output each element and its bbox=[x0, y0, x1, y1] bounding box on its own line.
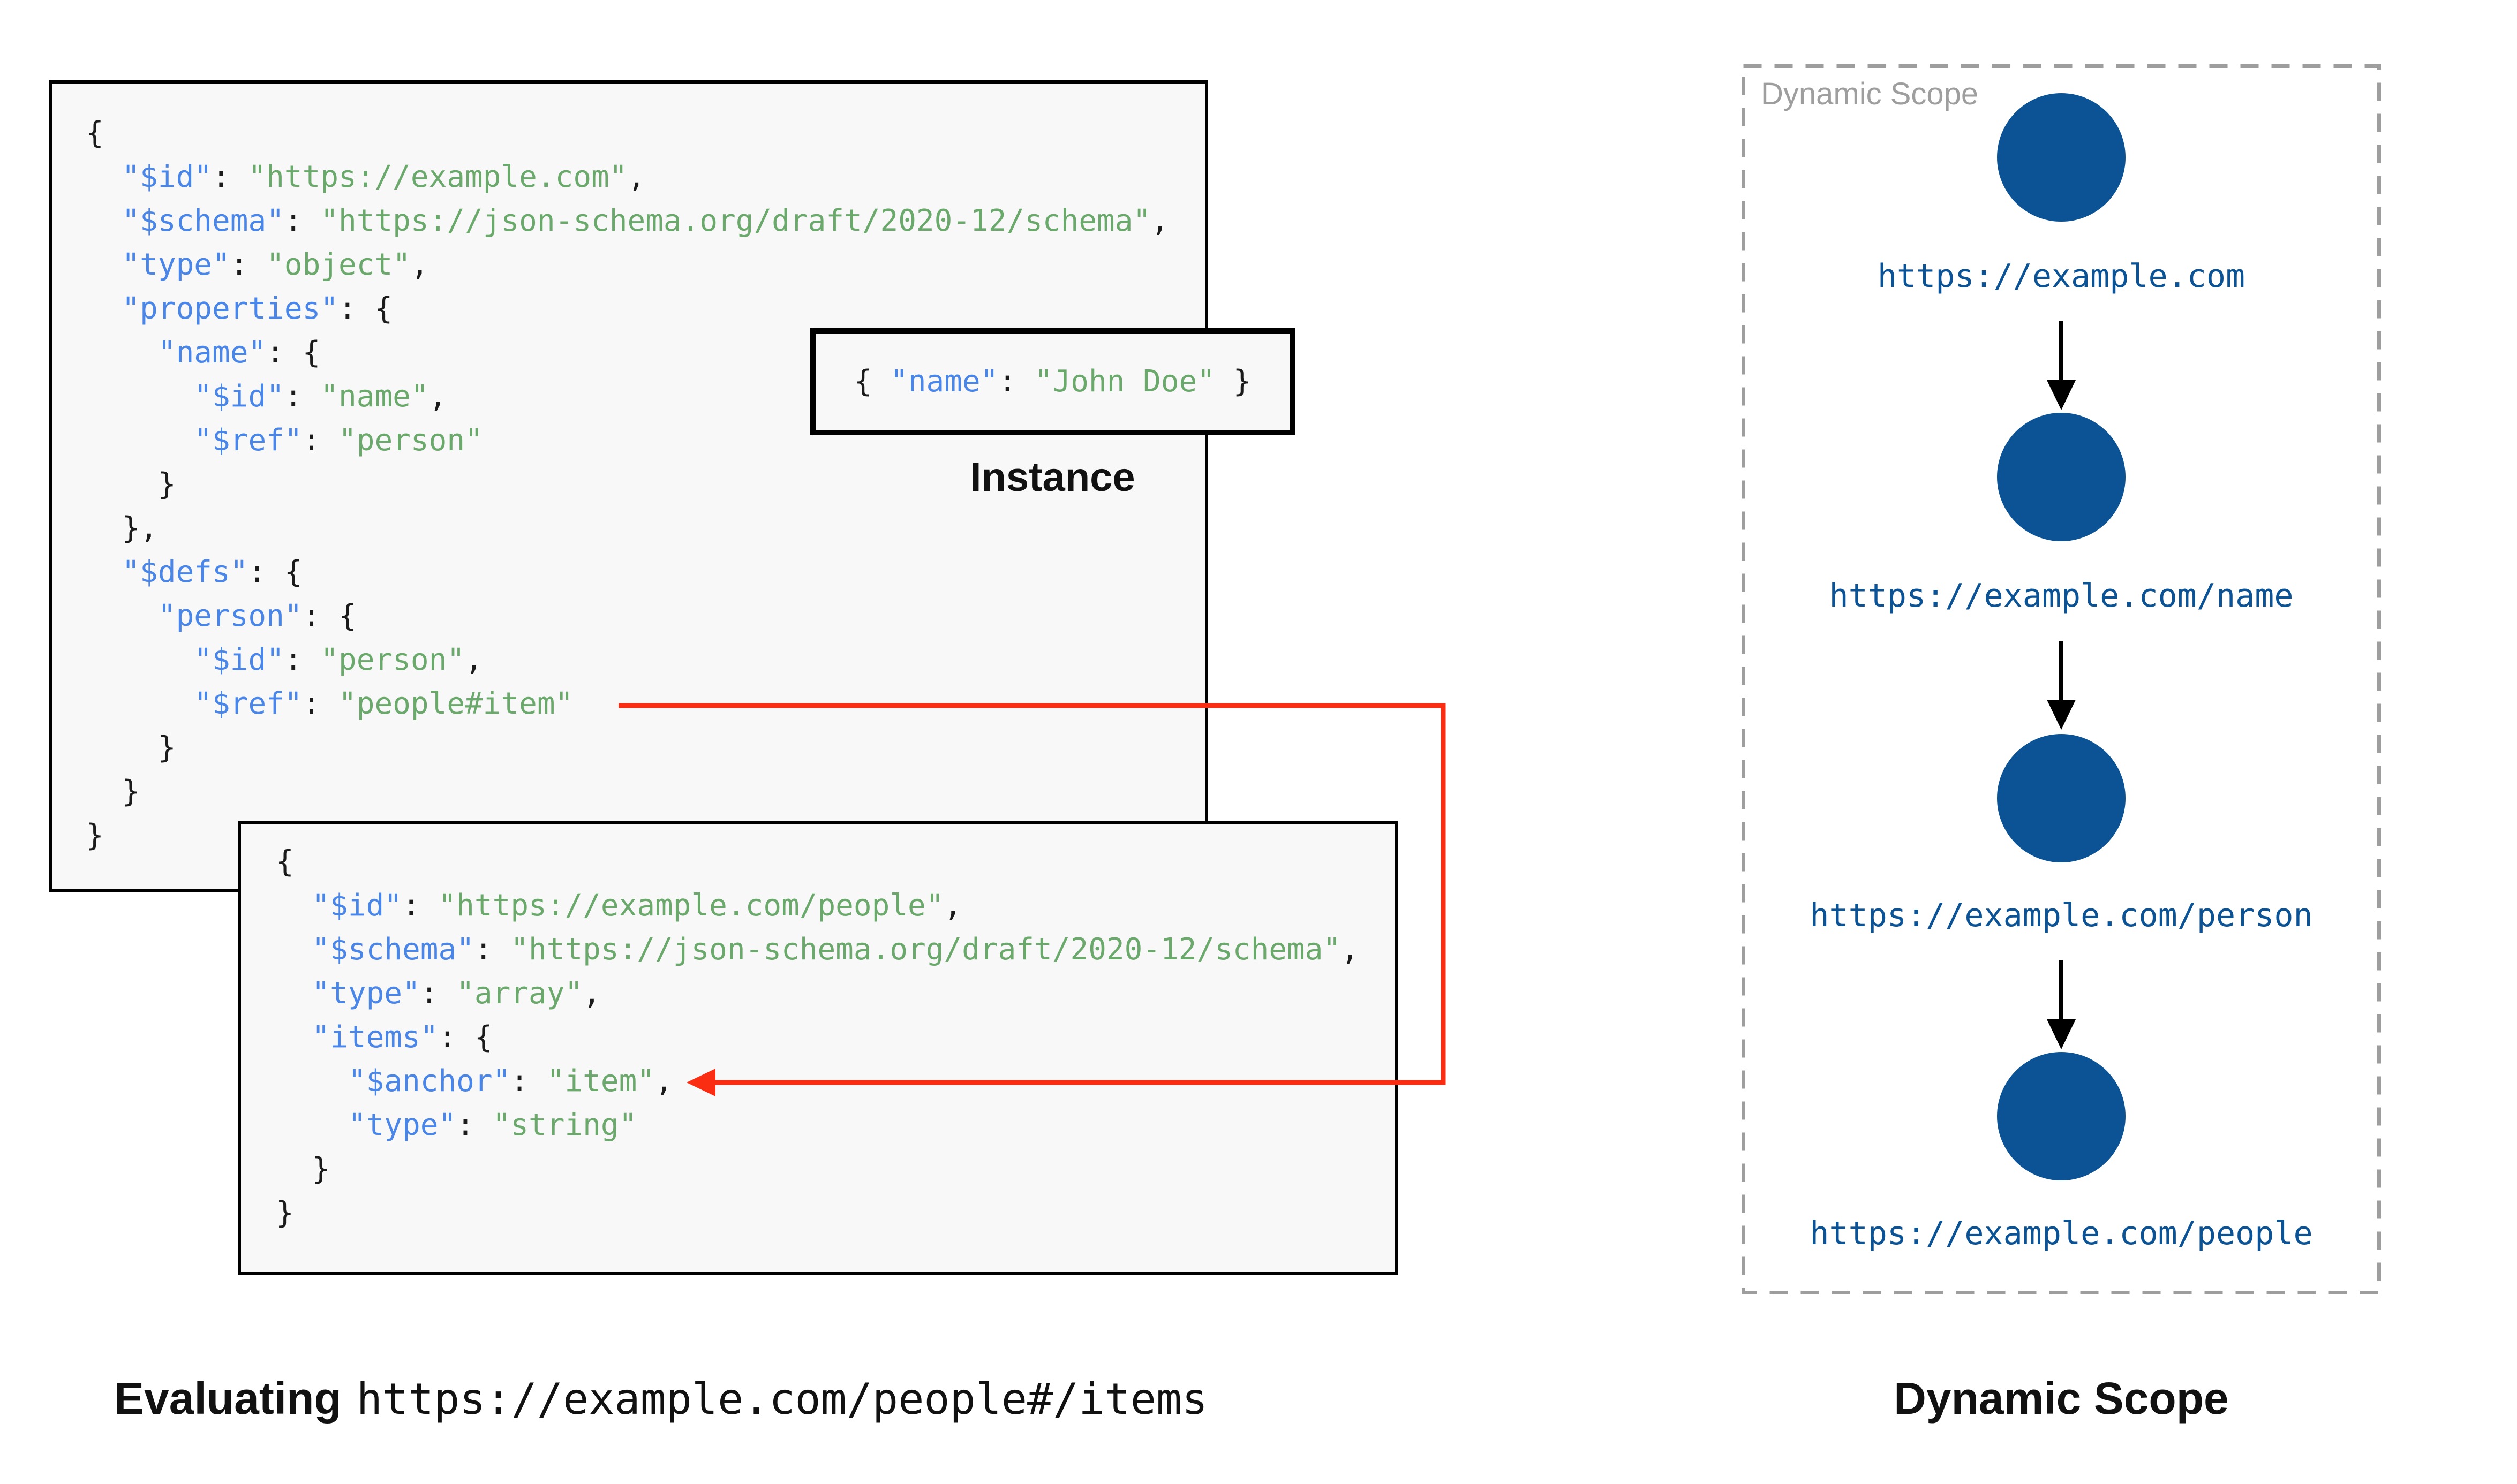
evaluation-caption-url: https://example.com/people#/items bbox=[356, 1374, 1208, 1424]
code-line: "name": { bbox=[157, 335, 321, 370]
code-line: "$id": "https://example.com", bbox=[122, 160, 646, 194]
code-line: "$id": "person", bbox=[194, 642, 483, 677]
dynamic-scope-box: Dynamic Scope https://example.com https:… bbox=[1742, 64, 2381, 1294]
code-line: "$ref": "people#item" bbox=[194, 686, 574, 721]
people-schema-code-box: { "$id": "https://example.com/people", "… bbox=[238, 821, 1398, 1275]
code-line: } bbox=[86, 818, 104, 853]
code-line: "person": { bbox=[157, 599, 357, 633]
code-line: "$ref": "person" bbox=[194, 423, 483, 458]
code-line: } bbox=[276, 1195, 294, 1230]
code-line: { bbox=[86, 116, 104, 150]
code-line: } bbox=[86, 467, 176, 502]
code-line: "type": "object", bbox=[122, 247, 429, 282]
code-line: } bbox=[86, 774, 140, 809]
instance-code-box: { "name": "John Doe" } bbox=[810, 328, 1295, 435]
instance-label: Instance bbox=[970, 455, 1135, 500]
scope-node-circle bbox=[1997, 413, 2126, 541]
code-line: "$defs": { bbox=[122, 555, 303, 589]
scope-node-url: https://example.com/name bbox=[1829, 577, 2294, 615]
code-line: { bbox=[276, 844, 294, 879]
scope-node-circle bbox=[1997, 734, 2126, 862]
code-line: "$id": "name", bbox=[194, 379, 447, 414]
code-line: "type": "string" bbox=[348, 1108, 637, 1142]
code-line: "properties": { bbox=[122, 291, 393, 326]
scope-node-url: https://example.com/person bbox=[1810, 897, 2313, 934]
code-line: }, bbox=[86, 511, 158, 546]
code-line: "items": { bbox=[312, 1020, 493, 1055]
code-line: } bbox=[86, 730, 176, 765]
dynamic-scope-box-label: Dynamic Scope bbox=[1761, 77, 1979, 111]
code-line: "$id": "https://example.com/people", bbox=[312, 888, 962, 923]
scope-node-circle bbox=[1997, 1052, 2126, 1180]
code-line: "type": "array", bbox=[312, 976, 601, 1011]
dynamic-scope-caption: Dynamic Scope bbox=[1894, 1373, 2229, 1424]
code-line: { "name": "John Doe" } bbox=[854, 364, 1252, 399]
code-line: "$schema": "https://json-schema.org/draf… bbox=[312, 932, 1359, 967]
code-line: "$anchor": "item", bbox=[348, 1064, 673, 1099]
scope-node-url: https://example.com/people bbox=[1810, 1215, 2313, 1252]
scope-node-circle bbox=[1997, 93, 2126, 222]
scope-node-url: https://example.com bbox=[1877, 258, 2245, 295]
evaluation-caption: Evaluating https://example.com/people#/it… bbox=[114, 1368, 1208, 1428]
code-line: } bbox=[276, 1152, 330, 1186]
code-line: "$schema": "https://json-schema.org/draf… bbox=[122, 203, 1169, 238]
evaluation-caption-prefix: Evaluating bbox=[114, 1373, 342, 1424]
